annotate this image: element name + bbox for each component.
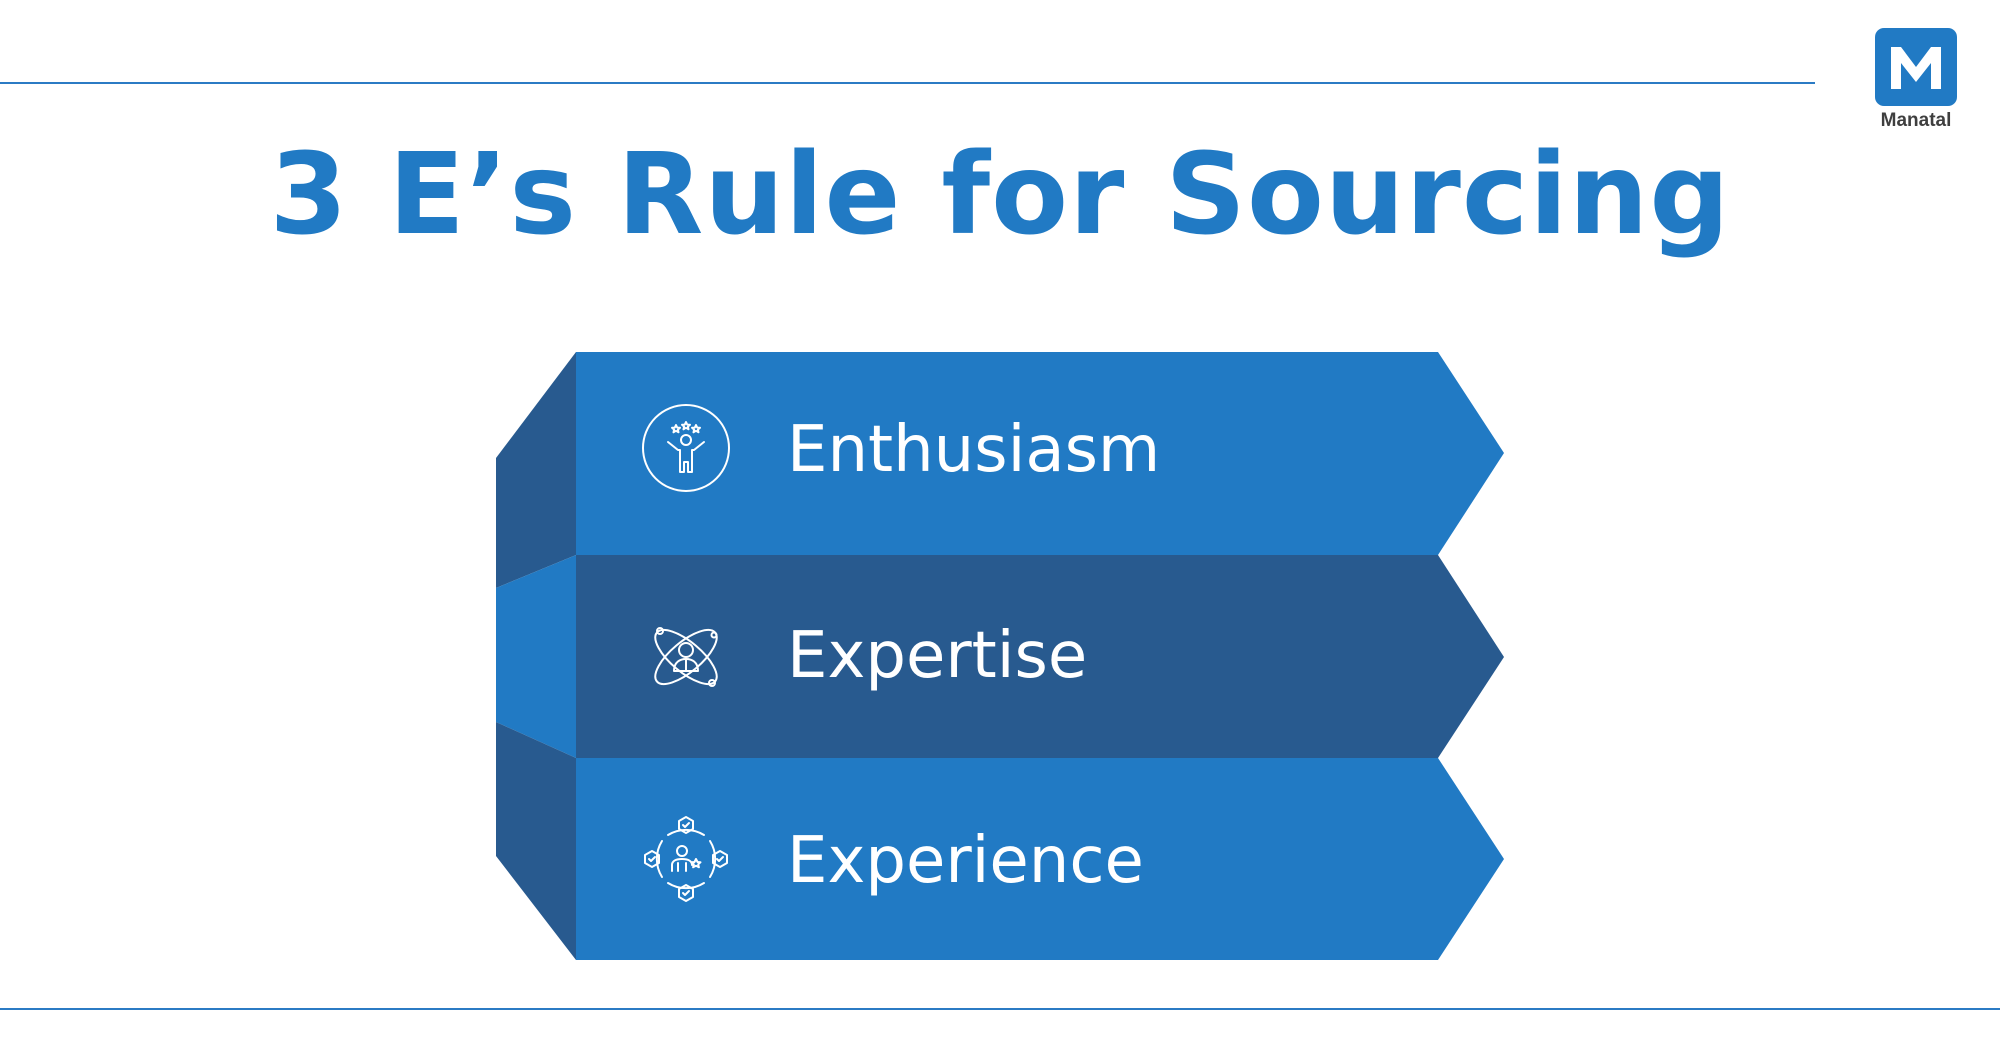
band-expertise xyxy=(576,555,1504,758)
side-fold-3 xyxy=(496,722,576,960)
page-title: 3 E’s Rule for Sourcing xyxy=(269,130,1731,260)
person-network-hexagons-icon xyxy=(644,816,728,902)
step-label-experience: Experience xyxy=(787,824,1144,898)
top-divider xyxy=(0,82,1815,84)
manatal-logo: Manatal xyxy=(1862,28,1970,132)
side-fold-2 xyxy=(496,555,576,758)
logo-mark xyxy=(1875,28,1957,106)
celebrating-person-stars-icon xyxy=(642,404,730,492)
band-enthusiasm xyxy=(576,352,1504,555)
person-orbit-atom-icon xyxy=(654,627,718,687)
band-experience xyxy=(576,758,1504,960)
side-fold-1 xyxy=(496,352,576,588)
step-label-enthusiasm: Enthusiasm xyxy=(787,413,1161,487)
bottom-divider xyxy=(0,1008,2000,1010)
logo-caption: Manatal xyxy=(1880,110,1952,131)
step-label-expertise: Expertise xyxy=(787,619,1088,693)
logo-m-icon xyxy=(1891,47,1941,89)
